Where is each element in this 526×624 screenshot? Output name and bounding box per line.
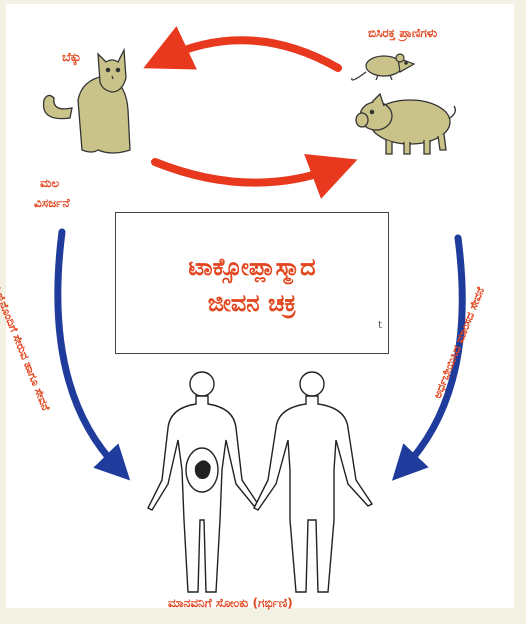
center-title-line1: ಟಾಕ್ಸೋಪ್ಲಾಸ್ಮಾದ: [116, 253, 388, 281]
arrow-animals-to-cat: [165, 40, 338, 68]
mouse-icon: [352, 54, 414, 80]
cat-icon: [44, 50, 130, 153]
feces-label-line2: ವಿಸರ್ಜನೆ: [34, 196, 70, 211]
box-mark: t: [378, 320, 382, 331]
arrow-cat-to-animals: [155, 162, 335, 183]
arrow-left-to-human: [58, 232, 118, 468]
cat-label: ಬೆಕ್ಕು: [62, 50, 81, 65]
man-icon: [254, 372, 372, 592]
bottom-label: ಮಾನವನಿಗೆ ಸೋಂಕು (ಗರ್ಭಿಣಿ): [168, 596, 293, 611]
feces-label-line1: ಮಲ: [40, 176, 59, 191]
pig-icon: [356, 94, 455, 154]
center-title-line2: ಜೀವನ ಚಕ್ರ: [116, 289, 388, 317]
other-animals-label: ಬಿಸಿರಕ್ತ ಪ್ರಾಣಿಗಳು: [368, 26, 437, 41]
center-title-box: ಟಾಕ್ಸೋಪ್ಲಾಸ್ಮಾದ ಜೀವನ ಚಕ್ರ t: [115, 212, 389, 354]
pregnant-woman-icon: [148, 372, 258, 592]
